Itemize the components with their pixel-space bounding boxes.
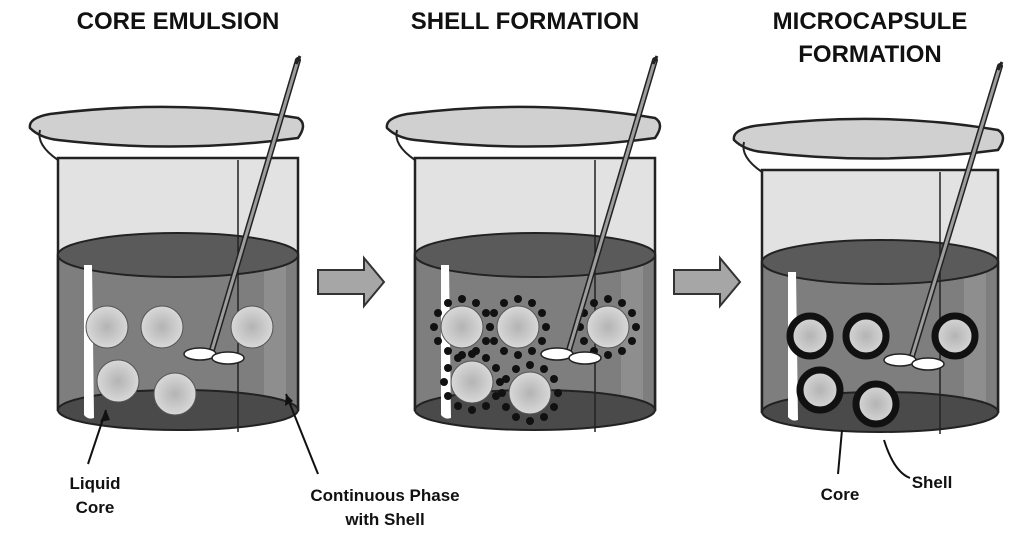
droplet-with-shell-particles	[486, 295, 550, 359]
pointer-continuous-phase	[285, 393, 319, 475]
stirring-rod	[183, 55, 302, 365]
droplet-with-shell-particles	[440, 350, 504, 414]
label-shell: Shell	[911, 473, 953, 492]
droplet	[85, 305, 129, 349]
label-liquid-core-line2: Core	[75, 498, 115, 517]
title-core-emulsion: CORE EMULSION	[76, 8, 280, 35]
process-arrow-1	[317, 255, 386, 309]
droplet	[140, 305, 184, 349]
stirring-rod	[883, 61, 1004, 371]
microcapsule	[931, 312, 979, 360]
pointer-liquid-core	[87, 409, 110, 465]
label-continuous-phase-line2: with Shell	[345, 510, 425, 529]
droplet-with-shell-particles	[576, 295, 640, 359]
label-core: Core	[820, 485, 860, 504]
pointer-core	[837, 429, 843, 475]
title-microcapsule-formation-line2: FORMATION	[798, 41, 942, 68]
title-microcapsule-formation-line1: MICROCAPSULE	[772, 8, 968, 35]
droplet	[230, 305, 274, 349]
process-arrow-2	[673, 255, 742, 309]
beaker-shell-formation	[385, 55, 662, 432]
title-shell-formation: SHELL FORMATION	[410, 8, 640, 35]
stirring-rod	[540, 55, 659, 365]
beaker-microcapsule-formation	[732, 61, 1005, 434]
beaker-core-emulsion	[28, 55, 305, 432]
droplet-with-shell-particles	[498, 361, 562, 425]
microcapsule	[786, 312, 834, 360]
droplet	[153, 372, 197, 416]
droplet	[96, 359, 140, 403]
microcapsule	[796, 366, 844, 414]
microcapsule	[852, 380, 900, 428]
label-liquid-core-line1: Liquid	[69, 474, 121, 493]
pointer-shell	[883, 439, 911, 479]
microcapsule	[842, 312, 890, 360]
label-continuous-phase-line1: Continuous Phase	[310, 486, 460, 505]
